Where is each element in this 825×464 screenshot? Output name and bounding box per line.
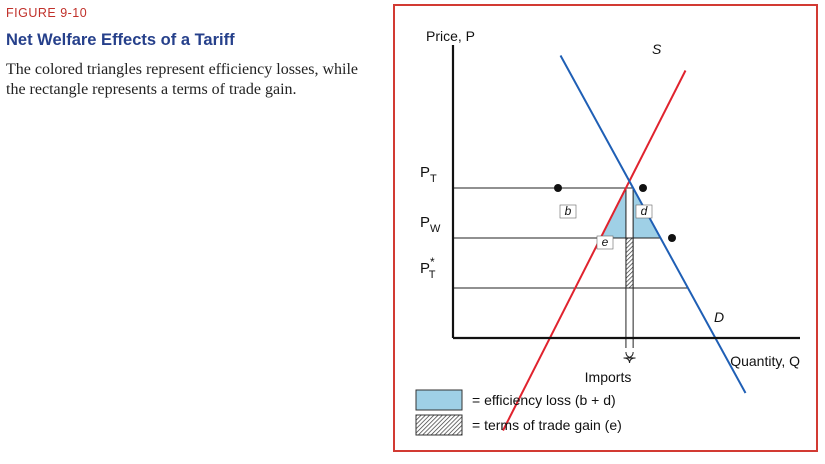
imports-bracket: [623, 351, 636, 364]
legend-swatch-terms: [415, 414, 463, 436]
figure-title: Net Welfare Effects of a Tariff: [6, 31, 235, 49]
tick-label-pt: PT: [420, 164, 437, 185]
region-b-label-box: [559, 204, 577, 219]
legend-text-efficiency: = efficiency loss (b + d): [472, 392, 616, 408]
point-pt-supply: [554, 184, 562, 192]
legend-text-terms: = terms of trade gain (e): [472, 417, 622, 433]
supply-label: S: [652, 41, 662, 57]
tick-label-pt-star: P*T: [420, 255, 436, 281]
region-d-label: d: [641, 204, 648, 218]
region-d-label-box: [635, 204, 653, 219]
figure-caption: The colored triangles represent efficien…: [6, 61, 359, 98]
region-e-label: e: [602, 235, 609, 249]
region-b-label: b: [565, 204, 572, 218]
point-pt-demand: [639, 184, 647, 192]
demand-label: D: [714, 309, 724, 325]
figure-label: FIGURE 9-10: [6, 6, 88, 20]
imports-label: Imports: [585, 369, 632, 385]
y-axis-label: Price, P: [426, 28, 475, 44]
supply-curve: [502, 70, 687, 431]
region-e-label-box: [596, 235, 614, 250]
region-e-terms-of-trade-gain: [625, 237, 634, 289]
x-axis-label: Quantity, Q: [730, 353, 800, 369]
chart-frame: [393, 4, 818, 452]
demand-curve: [559, 55, 747, 394]
legend-swatch-efficiency: [415, 389, 463, 411]
point-pw-demand: [668, 234, 676, 242]
tick-label-pw: PW: [420, 214, 441, 235]
